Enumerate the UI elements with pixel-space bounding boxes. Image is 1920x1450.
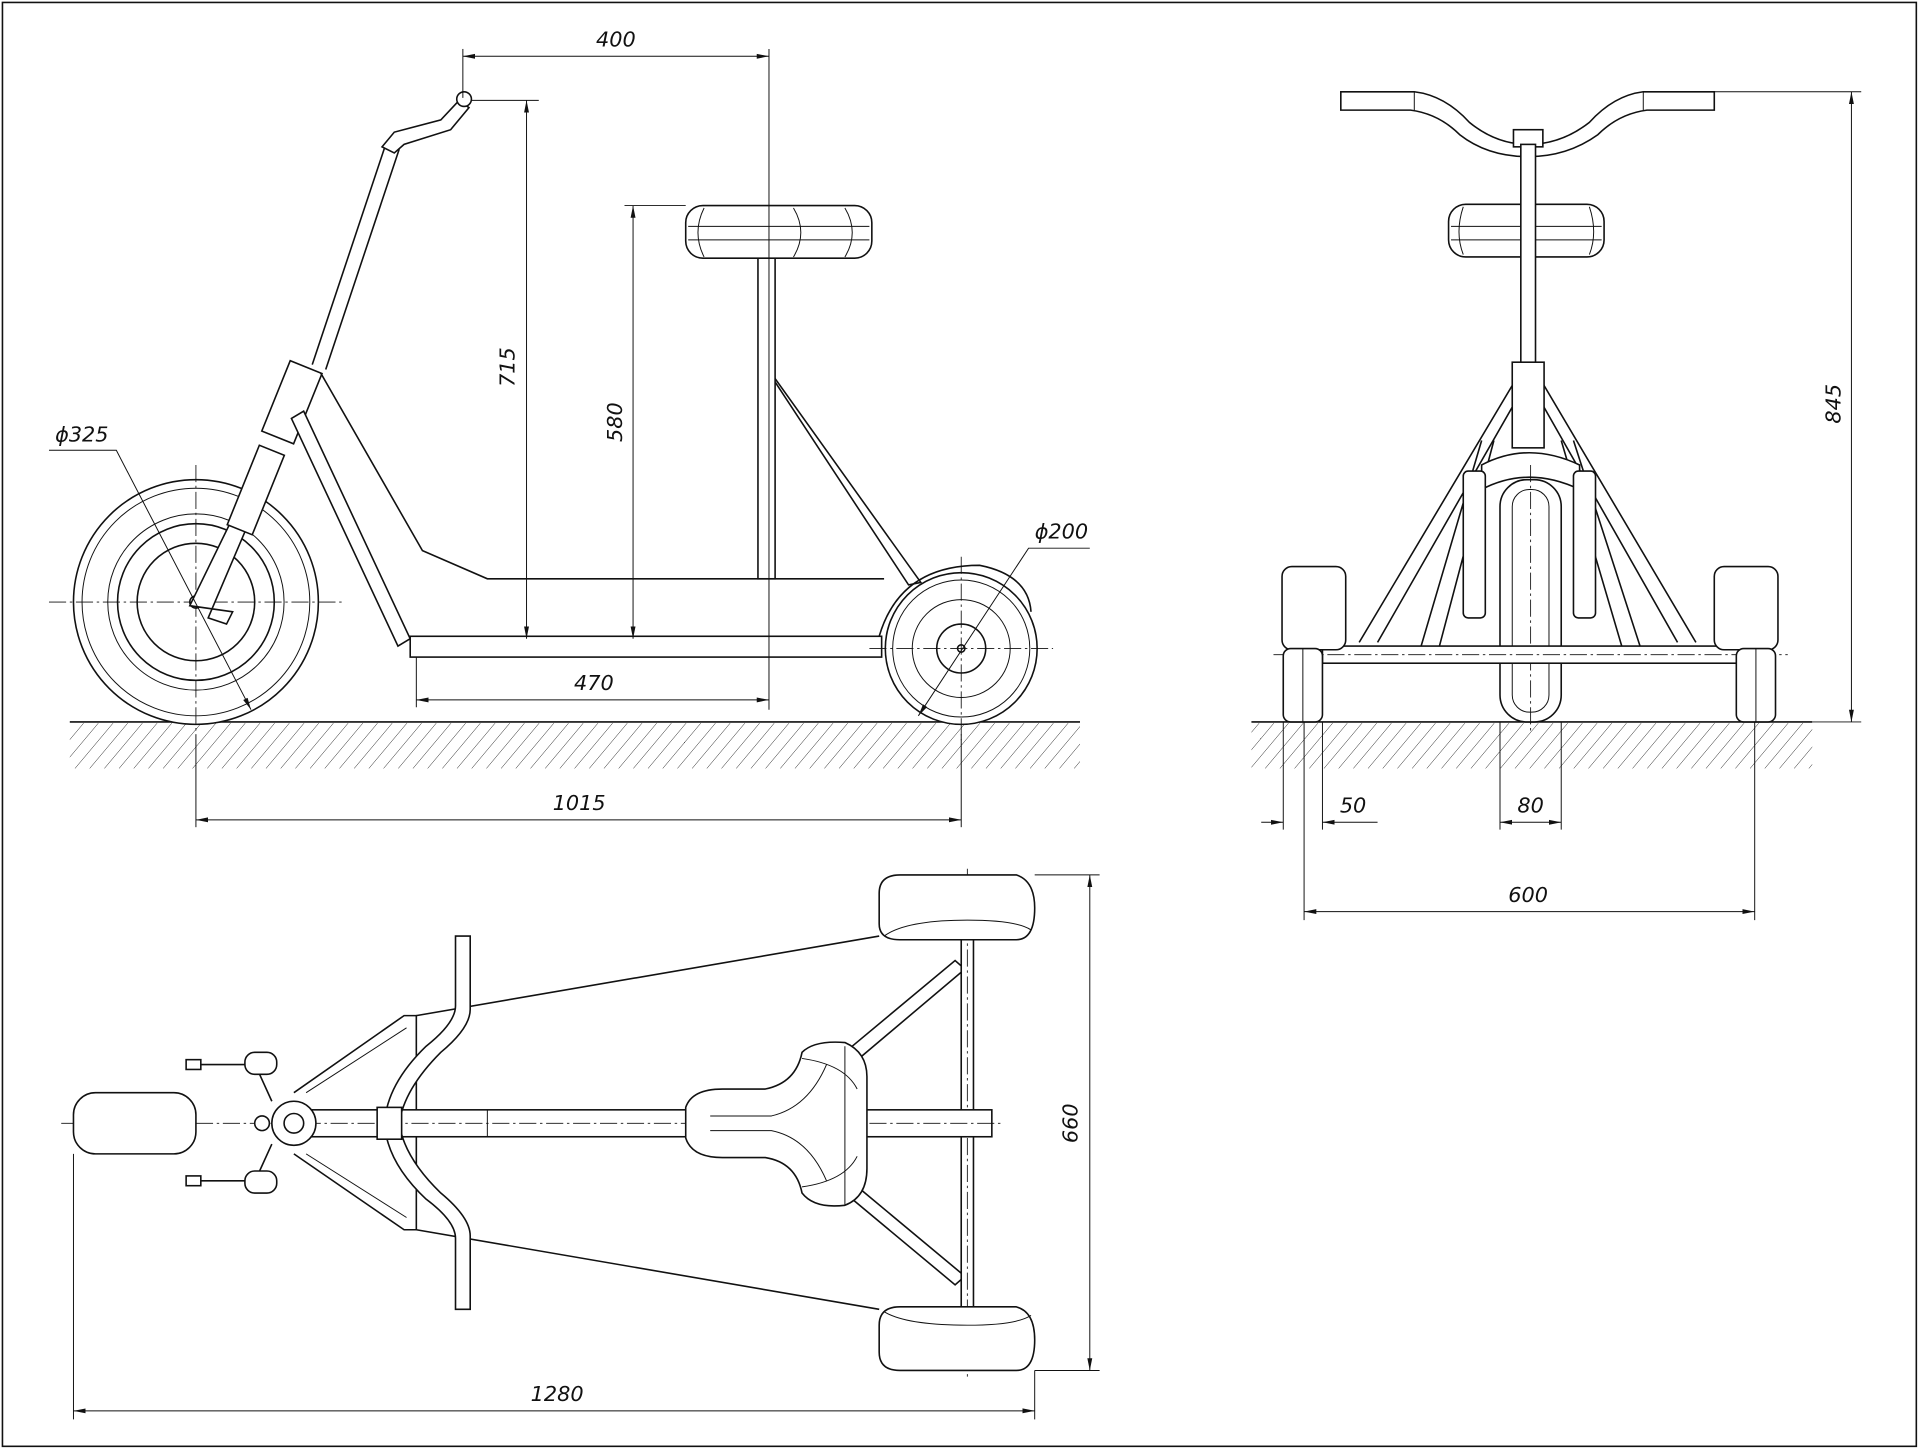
dim-660: 660 [1059, 1103, 1083, 1143]
dim-1015: 1015 [553, 791, 606, 815]
top-view-dimensions: 660 1280 [72, 874, 1100, 1420]
front-fork-and-stem [188, 90, 473, 626]
rear-wheels [878, 874, 1036, 1372]
side-view: 400 715 580 470 1015 ϕ325 ϕ200 [48, 28, 1090, 828]
frame [290, 366, 923, 658]
ground-hatch [1251, 721, 1813, 769]
rear-wheels [1281, 565, 1779, 723]
ground-hatch [69, 721, 1081, 769]
front-wheel [1499, 464, 1563, 735]
dim-50: 50 [1340, 793, 1366, 817]
dim-715: 715 [495, 347, 519, 387]
seat [684, 1041, 868, 1207]
dim-845: 845 [1821, 384, 1845, 424]
front-view-dimensions: 845 50 80 600 [1261, 91, 1862, 921]
seat [684, 204, 873, 580]
dim-rear-wheel-diameter: ϕ200 [1035, 519, 1088, 543]
dim-1280: 1280 [531, 1382, 584, 1406]
handlebar [376, 935, 471, 1311]
dim-400: 400 [596, 28, 636, 52]
front-fork [185, 1051, 317, 1194]
dim-580: 580 [603, 402, 627, 442]
rear-axle [1273, 645, 1788, 665]
top-view: 660 1280 [61, 868, 1100, 1420]
stem [1462, 143, 1597, 619]
front-view: 845 50 80 600 [1251, 90, 1862, 921]
dim-80: 80 [1517, 793, 1543, 817]
side-view-dimensions: 400 715 580 470 1015 ϕ325 ϕ200 [48, 28, 1090, 828]
dim-front-wheel-diameter: ϕ325 [55, 423, 108, 447]
rear-wheel [869, 556, 1054, 741]
dim-600: 600 [1508, 883, 1548, 907]
dim-470: 470 [574, 671, 614, 695]
front-wheel [72, 1091, 197, 1155]
